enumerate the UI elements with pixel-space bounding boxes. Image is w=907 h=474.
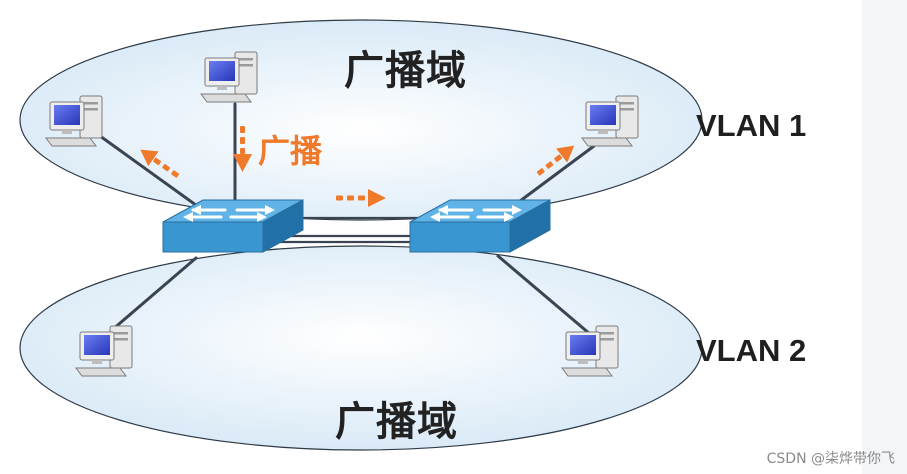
pc-icon xyxy=(581,95,639,147)
switch-icon xyxy=(161,198,305,254)
pc-icon xyxy=(200,51,258,103)
bottom-broadcast-domain-label: 广播域 xyxy=(335,399,458,445)
top-broadcast-domain-label: 广播域 xyxy=(344,48,467,94)
vlan1-label: VLAN 1 xyxy=(696,108,807,143)
links xyxy=(98,102,596,336)
link-pc-top-left xyxy=(98,134,202,210)
pc-icon xyxy=(75,325,133,377)
vlan1-broadcast-domain xyxy=(19,19,703,221)
watermark: CSDN @柒烨带你飞 xyxy=(766,451,895,467)
broadcast-arrow-icon xyxy=(336,189,386,207)
trunk-links xyxy=(280,216,420,244)
right-margin-strip xyxy=(862,0,907,474)
link-pc-bottom-right xyxy=(496,254,592,336)
vlan2-label: VLAN 2 xyxy=(696,333,807,368)
link-pc-top-right xyxy=(514,144,596,206)
broadcast-arrow-icon xyxy=(140,149,180,179)
broadcast-arrow-icon xyxy=(536,145,575,176)
broadcast-arrow-icon xyxy=(233,126,252,172)
pc-icon xyxy=(561,325,619,377)
link-pc-bottom-left xyxy=(110,256,198,332)
broadcast-label: 广播 xyxy=(258,132,323,170)
vlan2-broadcast-domain xyxy=(19,245,703,451)
pc-icon xyxy=(45,95,103,147)
